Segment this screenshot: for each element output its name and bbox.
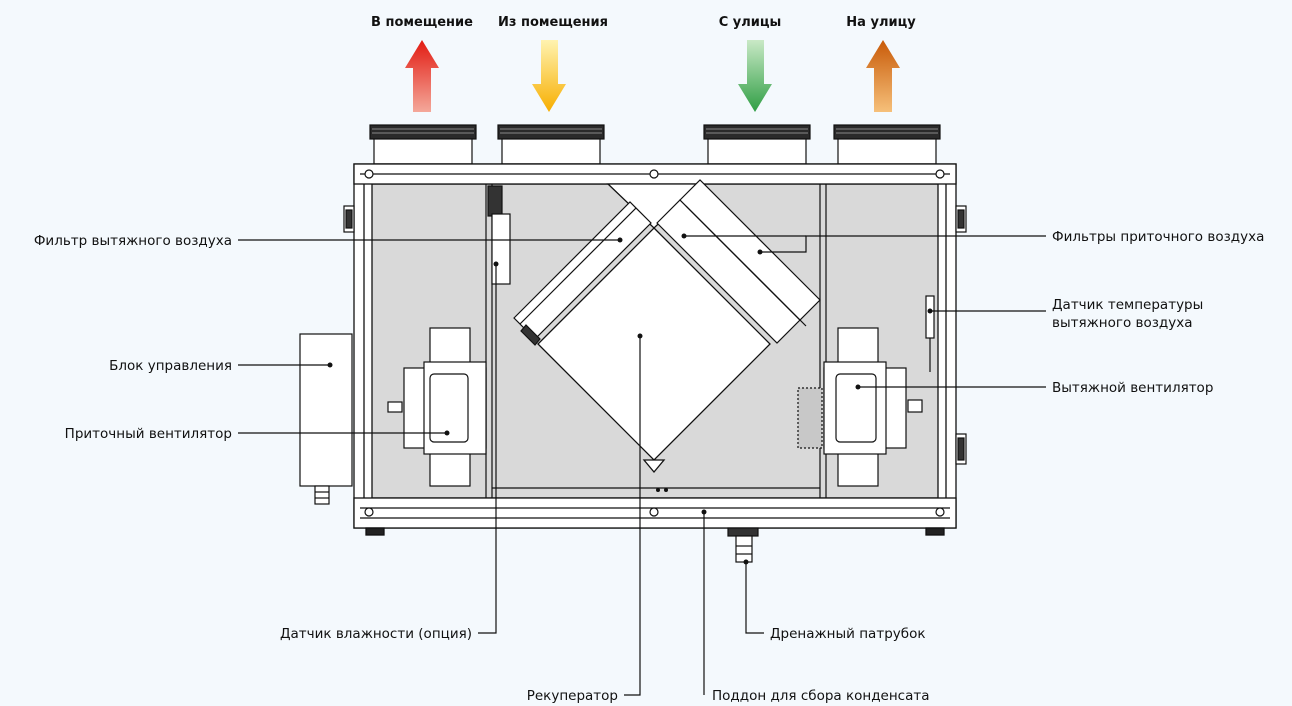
label-condensate-tray: Поддон для сбора конденсата	[712, 688, 930, 704]
leader-dots	[327, 233, 933, 565]
temperature-sensor-component	[925, 295, 935, 372]
flow-label-to-street: На улицу	[846, 15, 916, 30]
exhaust-fan-component	[797, 327, 923, 487]
label-exhaust-fan: Вытяжной вентилятор	[1052, 380, 1213, 396]
spigot-to-room	[369, 124, 477, 165]
label-recuperator: Рекуператор	[527, 688, 618, 704]
label-control-unit: Блок управления	[109, 358, 232, 374]
side-latches	[343, 205, 967, 465]
recuperator-core	[537, 183, 771, 474]
label-exhaust-temp-sensor-line1: Датчик температуры	[1052, 297, 1203, 313]
label-supply-fan: Приточный вентилятор	[65, 426, 232, 442]
duct-spigots	[369, 124, 941, 165]
spigot-from-room	[497, 124, 605, 165]
label-drain-pipe: Дренажный патрубок	[770, 626, 926, 642]
spigot-from-street	[703, 124, 811, 165]
arrow-from-room-icon	[532, 40, 566, 112]
label-exhaust-filter: Фильтр вытяжного воздуха	[34, 233, 232, 249]
leader-lines	[238, 235, 1046, 696]
drain-pipe-component	[727, 527, 759, 563]
housing-screws	[364, 169, 945, 517]
flow-label-from-room: Из помещения	[498, 15, 608, 30]
spigot-to-street	[833, 124, 941, 165]
supply-fan-component	[387, 327, 487, 487]
flow-label-to-room: В помещение	[371, 15, 473, 30]
arrow-to-street-icon	[866, 40, 900, 112]
control-unit-box	[299, 333, 353, 505]
label-supply-filters: Фильтры приточного воздуха	[1052, 229, 1264, 245]
arrow-to-room-icon	[405, 40, 439, 112]
label-exhaust-temp-sensor-line2: вытяжного воздуха	[1052, 315, 1192, 331]
label-humidity-sensor: Датчик влажности (опция)	[280, 626, 472, 642]
exhaust-filter-component	[513, 201, 652, 346]
arrow-from-street-icon	[738, 40, 772, 112]
flow-label-from-street: С улицы	[719, 15, 782, 30]
